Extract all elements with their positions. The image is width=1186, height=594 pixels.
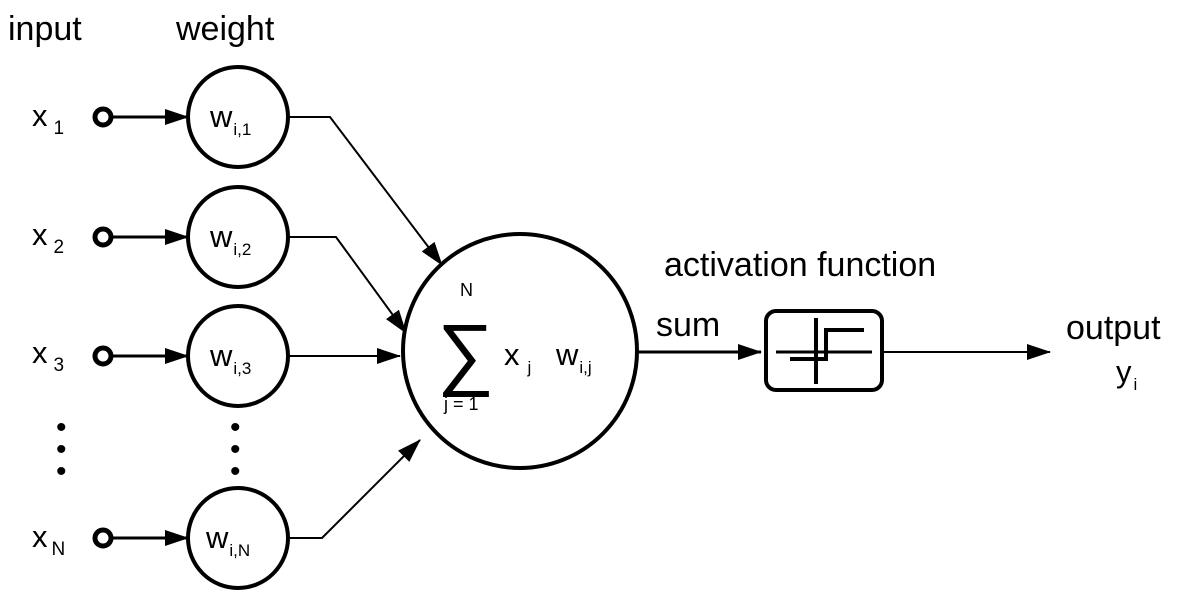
step-function-icon	[764, 309, 884, 392]
weight-ellipsis-dot-3: •	[230, 455, 241, 488]
weight-ellipsis-dot-1: •	[230, 411, 241, 444]
weight-ellipsis: • • •	[230, 411, 241, 488]
weight-label-2: wi,2	[209, 219, 251, 259]
summation-upper-limit: N	[460, 280, 473, 300]
weight-to-sum-arrow-1	[288, 116, 443, 266]
input-node-1	[92, 106, 114, 128]
weight-node-n	[186, 486, 290, 590]
weight-to-sum-arrow-2	[288, 236, 407, 334]
weight-label-1: wi,1	[209, 99, 251, 139]
weight-label-3: wi,3	[209, 338, 251, 378]
sum-label: sum	[656, 306, 720, 344]
input-node-n	[92, 527, 114, 549]
summation-lower-limit: j = 1	[443, 394, 479, 414]
summation-wij: wi,j	[555, 337, 592, 377]
weight-node-2	[186, 185, 290, 289]
input-ellipsis: • • •	[56, 411, 67, 488]
summation-sigma: ∑	[437, 308, 494, 397]
input-ellipsis-dot-3: •	[56, 455, 67, 488]
weight-label-n: wi,N	[205, 520, 250, 560]
weight-ellipsis-dot-2: •	[230, 433, 241, 466]
weight-column-label: weight	[175, 10, 275, 48]
output-label: output	[1066, 309, 1161, 347]
input-column-label: input	[8, 10, 82, 48]
weight-node-1	[186, 65, 290, 169]
activation-function-label: activation function	[664, 246, 936, 284]
input-node-2	[92, 226, 114, 248]
weight-to-sum-arrow-n	[288, 439, 421, 539]
input-ellipsis-dot-1: •	[56, 411, 67, 444]
weight-node-3	[186, 304, 290, 408]
input-ellipsis-dot-2: •	[56, 433, 67, 466]
input-node-3	[92, 345, 114, 367]
activation-step-curve	[790, 328, 864, 361]
